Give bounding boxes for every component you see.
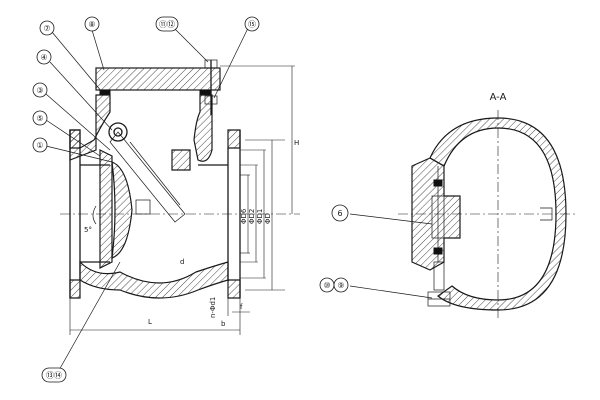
valve-cover xyxy=(95,67,221,91)
body-wall-upper-left xyxy=(69,94,111,161)
callout-4 xyxy=(36,49,52,65)
callout-15 xyxy=(244,16,260,32)
callout-3-label: ③ xyxy=(36,86,43,95)
dim-d1-label: ΦD1 xyxy=(256,209,264,224)
leader-13-14 xyxy=(57,261,121,373)
valve-disc xyxy=(111,161,133,259)
callout-8 xyxy=(84,16,100,32)
callout-13-14-label: ⑬⑭ xyxy=(46,371,62,380)
dim-d2-label: ΦD2 xyxy=(248,209,256,224)
callout-1-label: ① xyxy=(36,141,43,150)
dim-d-label: d xyxy=(180,258,184,266)
section-plug xyxy=(433,261,445,291)
body-bottom xyxy=(79,260,229,299)
callout-s9-label: ⑨ xyxy=(337,281,344,290)
angle-arc xyxy=(92,205,97,225)
section-a-a-view: A-A 6 ⑩ ⑨ xyxy=(319,92,575,318)
inlet-flange-bottom xyxy=(69,279,81,299)
dim-bigd-label: ΦD xyxy=(264,213,272,224)
gasket-left xyxy=(99,89,111,96)
callout-15-label: ⑮ xyxy=(248,20,256,29)
disc-nut xyxy=(135,199,151,215)
callout-s6-label: 6 xyxy=(337,209,342,218)
leader-5 xyxy=(45,119,101,157)
angle-label: 5° xyxy=(84,226,92,234)
callout-13-14 xyxy=(41,367,67,383)
valve-section-view: 5° d ΦD6 ΦD2 ΦD1 ΦD H L f n-Φd1 b xyxy=(60,59,300,335)
outlet-flange-top xyxy=(227,129,241,149)
seat-ring xyxy=(99,149,113,269)
dim-l-label: L xyxy=(148,318,152,326)
callout-s10-label: ⑩ xyxy=(323,281,330,290)
leader-15 xyxy=(213,23,251,99)
callouts: ⑦ ⑧ ⑪⑫ ⑮ ④ ③ ⑤ ① ⑬⑭ xyxy=(32,16,260,383)
dim-h-label: H xyxy=(294,139,299,147)
body-wall-upper-right xyxy=(193,94,213,162)
leader-4 xyxy=(49,61,113,131)
callout-7-label: ⑦ xyxy=(43,24,50,33)
callout-4-label: ④ xyxy=(40,53,47,62)
hinge-pin-outer xyxy=(108,122,128,142)
outlet-flange-bottom xyxy=(227,279,241,299)
gasket-right xyxy=(199,89,211,96)
callout-7 xyxy=(39,20,55,36)
hinge-bracket xyxy=(171,149,191,171)
leader-1 xyxy=(45,145,113,163)
callout-3 xyxy=(32,82,48,98)
leader-8 xyxy=(91,29,105,71)
leader-s9 xyxy=(349,285,433,299)
leader-7 xyxy=(51,31,103,93)
dim-d6-label: ΦD6 xyxy=(240,208,248,224)
dim-nd1-label: n-Φd1 xyxy=(209,297,217,318)
callout-5-label: ⑤ xyxy=(36,114,43,123)
section-gasket-bottom xyxy=(433,247,443,255)
callout-5 xyxy=(32,110,48,126)
leader-s6 xyxy=(349,213,433,225)
callout-s6 xyxy=(331,204,349,222)
leader-3 xyxy=(45,93,111,151)
callout-1 xyxy=(32,137,48,153)
leader-11-12 xyxy=(169,23,209,63)
callout-s9 xyxy=(333,277,349,293)
dim-f-label: f xyxy=(240,303,243,311)
leader-lines xyxy=(45,23,251,373)
dim-b-label: b xyxy=(221,320,226,328)
hinge-arm-edge xyxy=(129,141,181,206)
callout-11-12-label: ⑪⑫ xyxy=(159,20,175,29)
section-title: A-A xyxy=(490,92,507,103)
callout-8-label: ⑧ xyxy=(88,20,95,29)
section-gasket-top xyxy=(433,179,443,187)
hinge-pin-inner xyxy=(113,127,123,137)
callout-11-12 xyxy=(155,16,179,32)
